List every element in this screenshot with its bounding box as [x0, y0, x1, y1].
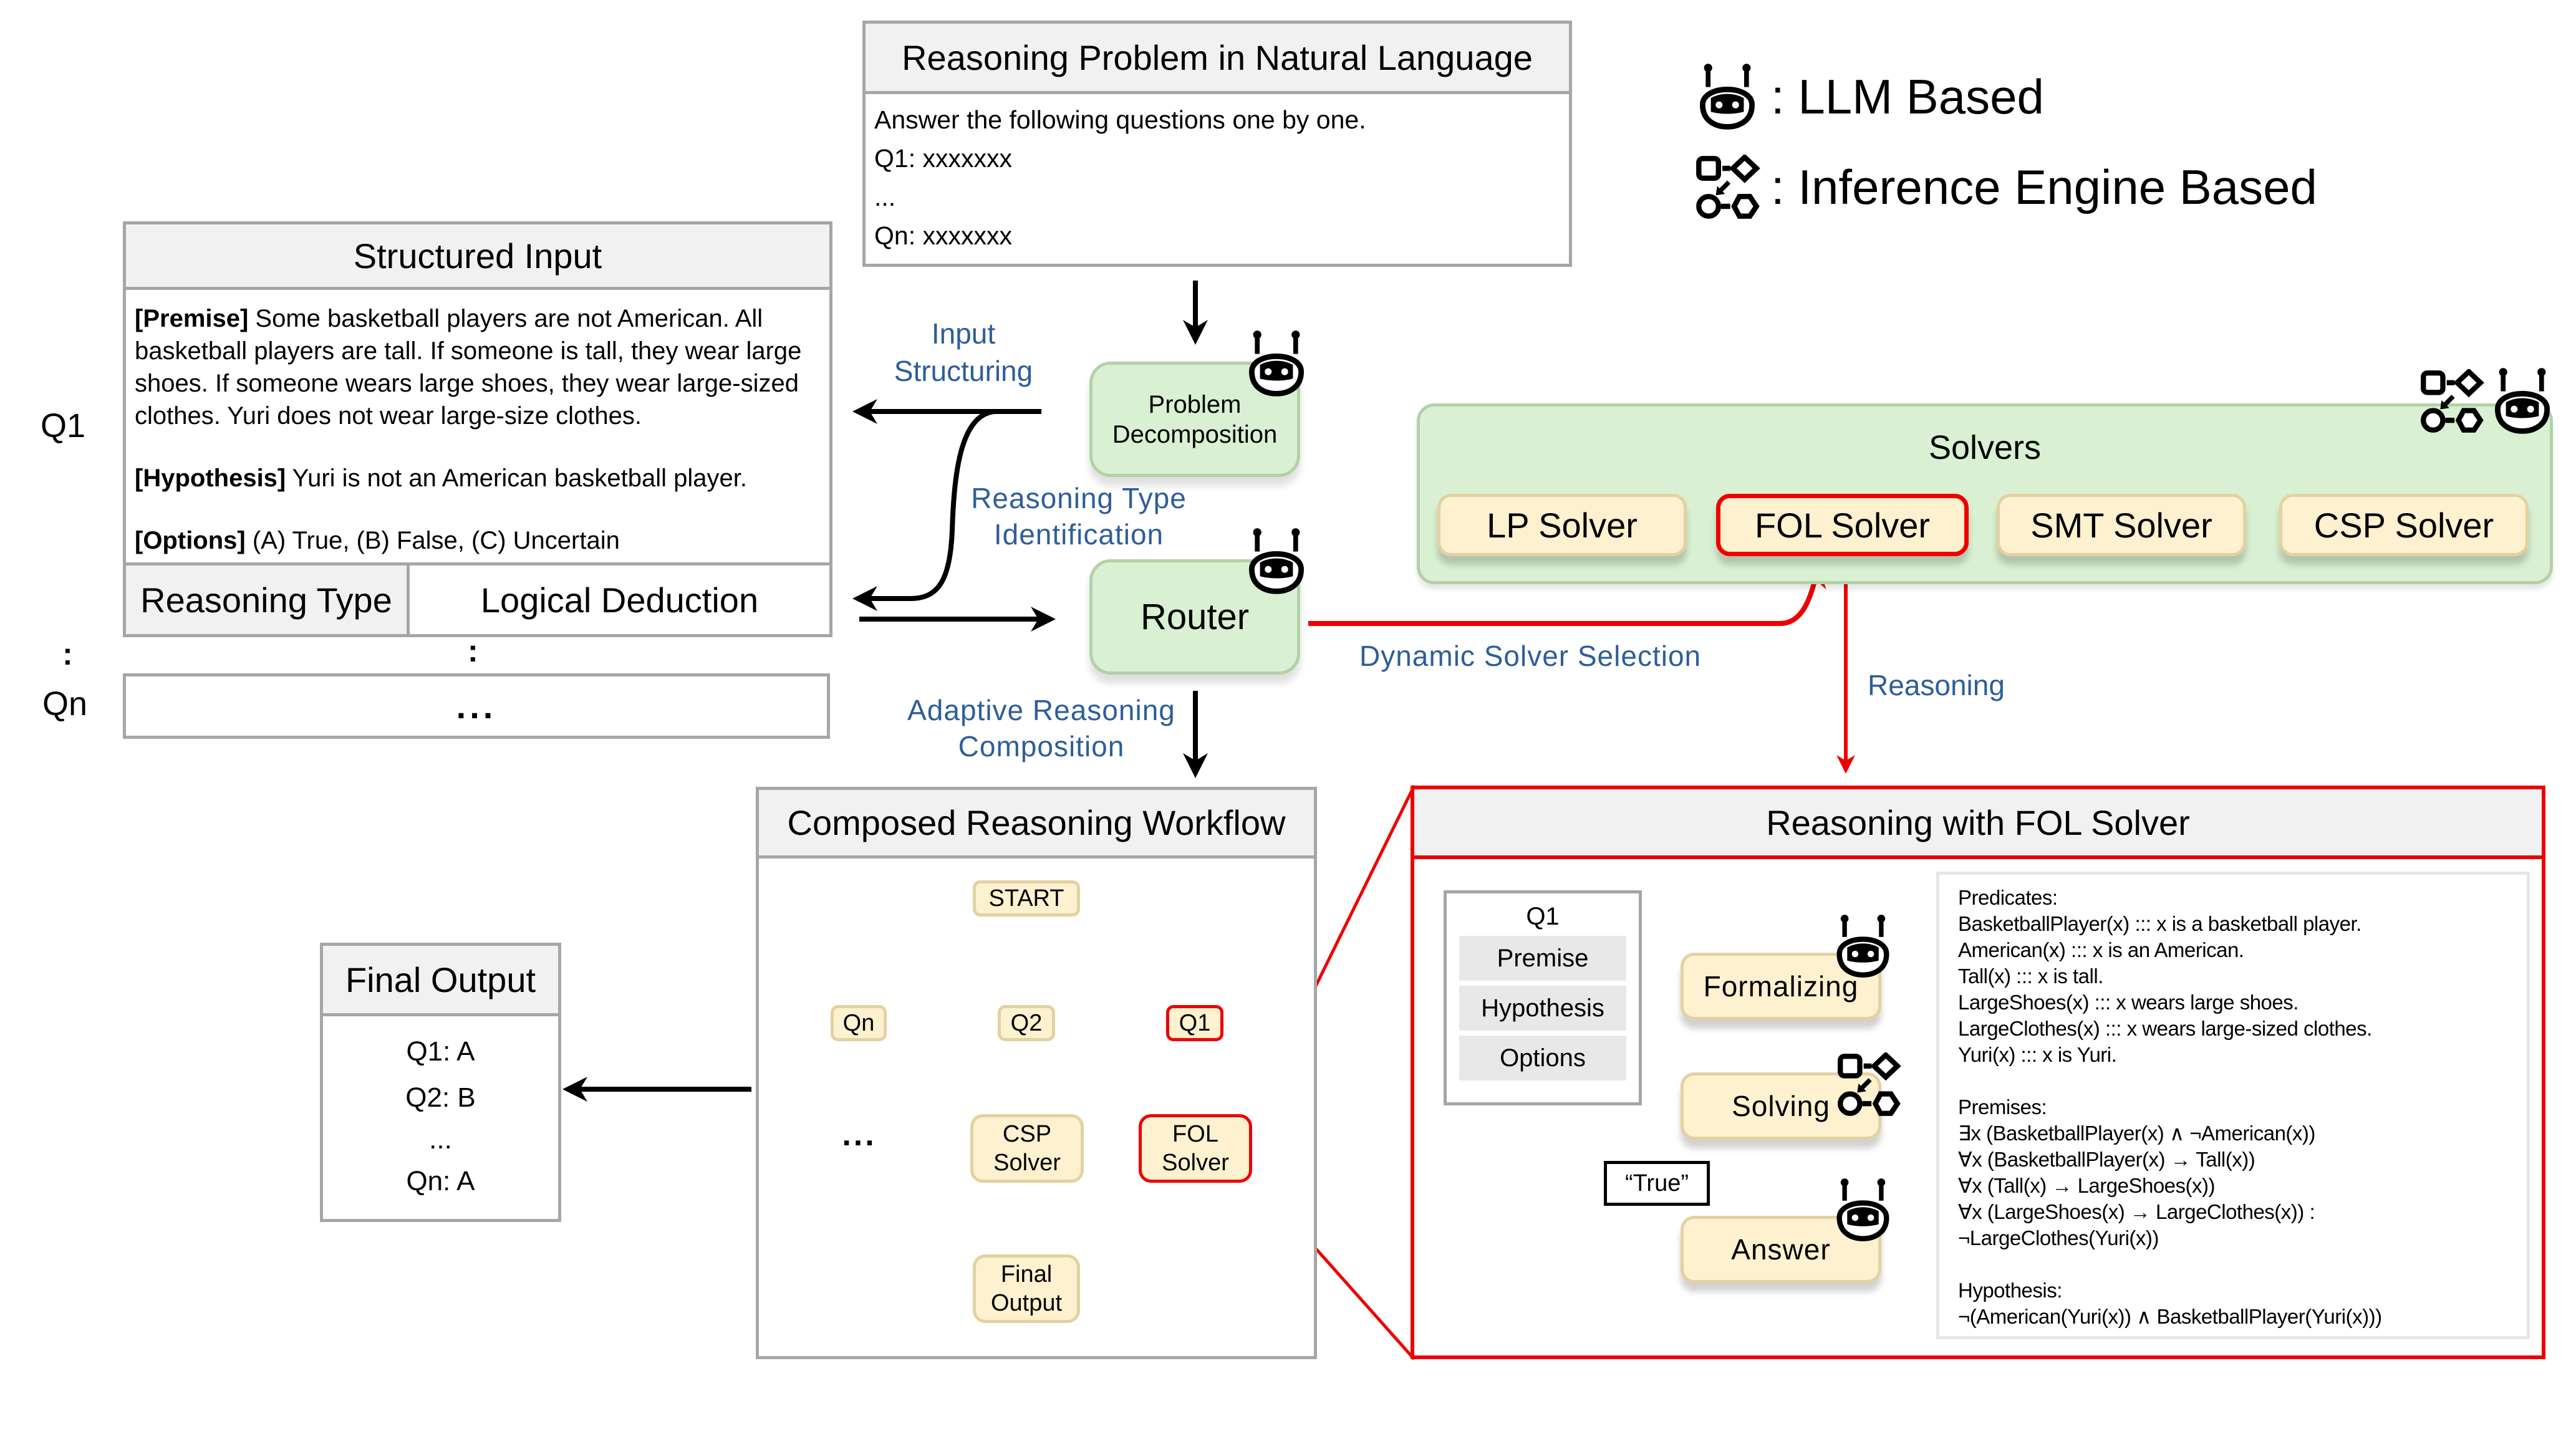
- fol-formal-line: Tall(x) ::: x is tall.: [1958, 965, 2103, 988]
- workflow-title: Composed Reasoning Workflow: [759, 790, 1314, 859]
- fol-formal-line: ¬(American(Yuri(x)) ∧ BasketballPlayer(Y…: [1958, 1305, 2382, 1328]
- fol-formal-line: ∀x (Tall(x) → LargeShoes(x)): [1958, 1174, 2216, 1197]
- wf-start-node[interactable]: START: [973, 880, 1080, 917]
- fol-formal-line: LargeClothes(x) ::: x wears large-sized …: [1958, 1017, 2372, 1040]
- solvers-title: Solvers: [1928, 429, 2042, 466]
- robot-icon: [1242, 527, 1311, 595]
- solver-smt[interactable]: SMT Solver: [1997, 494, 2246, 556]
- final-output-panel: Final Output Q1: A Q2: B ... Qn: A: [320, 943, 561, 1222]
- fol-formal-line: American(x) ::: x is an American.: [1958, 938, 2244, 961]
- row-label-qn: Qn: [42, 685, 88, 723]
- problem-line: Answer the following questions one by on…: [874, 105, 1366, 134]
- legend-llm-icon: [1693, 62, 1762, 131]
- solvers-panel: Solvers LP Solver FOL Solver SMT Solver …: [1417, 403, 2553, 584]
- legend-llm-label: : LLM Based: [1771, 69, 2044, 124]
- label-dynamic-solver-selection: Dynamic Solver Selection: [1359, 640, 1702, 672]
- node-label: Decomposition: [1112, 420, 1278, 448]
- node-label: Problem: [1148, 390, 1242, 418]
- problem-line: ...: [874, 183, 896, 211]
- fol-formal-line: ∀x (LargeShoes(x) → LargeClothes(x)) :: [1958, 1200, 2315, 1223]
- fol-q1-box: Q1 Premise Hypothesis Options: [1444, 890, 1642, 1105]
- structured-input-middle-dots: :: [468, 633, 478, 668]
- engine-icon: [1836, 1052, 1901, 1117]
- fol-formal-line: Predicates:: [1958, 886, 2058, 909]
- fol-formal-lines: Predicates:BasketballPlayer(x) ::: x is …: [1958, 885, 2527, 1330]
- robot-icon: [1242, 329, 1311, 398]
- fol-formal-line: [1958, 1068, 2527, 1094]
- fol-formal-line: Premises:: [1958, 1095, 2047, 1119]
- fol-formal-line: ∀x (BasketballPlayer(x) → Tall(x)): [1958, 1148, 2255, 1171]
- fol-formal-line: BasketballPlayer(x) ::: x is a basketbal…: [1958, 912, 2361, 935]
- final-output-line: Q1: A: [406, 1036, 475, 1067]
- robot-icon: [2488, 367, 2557, 435]
- legend-engine-label: : Inference Engine Based: [1771, 160, 2317, 214]
- router-node[interactable]: Router: [1089, 559, 1300, 675]
- final-output-line: Qn: A: [406, 1166, 475, 1196]
- fol-formal-line: Yuri(x) ::: x is Yuri.: [1958, 1043, 2117, 1066]
- wf-q1-node[interactable]: Q1: [1166, 1005, 1223, 1041]
- hypothesis-text: [Hypothesis] Yuri is not an American bas…: [135, 464, 747, 492]
- fol-step-formalizing[interactable]: Formalizing: [1681, 953, 1881, 1020]
- fol-formal-line: Hypothesis:: [1958, 1279, 2062, 1302]
- reasoning-type-value: Logical Deduction: [480, 580, 759, 620]
- fol-reasoning-title: Reasoning with FOL Solver: [1414, 789, 2542, 859]
- reasoning-type-label: Reasoning Type: [126, 565, 410, 634]
- problem-line: Qn: xxxxxxx: [874, 221, 1012, 250]
- problem-line: Q1: xxxxxxx: [874, 144, 1012, 173]
- fol-q1-premise[interactable]: Premise: [1459, 936, 1626, 981]
- robot-icon: [1830, 1177, 1896, 1243]
- structured-input-panel: Structured Input [Premise] Some basketba…: [123, 221, 832, 637]
- engine-icon: [2419, 369, 2484, 434]
- fol-formal-line: LargeShoes(x) ::: x wears large shoes.: [1958, 991, 2299, 1014]
- wf-q2-node[interactable]: Q2: [998, 1005, 1055, 1041]
- fol-formal-line: ¬LargeClothes(Yuri(x)): [1958, 1226, 2159, 1249]
- fol-q1-hypothesis[interactable]: Hypothesis: [1459, 986, 1626, 1031]
- arrow-reasoning-type-identification: [852, 409, 995, 611]
- final-output-title: Final Output: [323, 946, 558, 1016]
- wf-ellipsis: ...: [842, 1117, 877, 1153]
- options-text: [Options] (A) True, (B) False, (C) Uncer…: [135, 527, 620, 554]
- fol-formal-line: ∃x (BasketballPlayer(x) ∧ ¬American(x)): [1958, 1122, 2315, 1145]
- problem-title: Reasoning Problem in Natural Language: [866, 24, 1569, 94]
- fol-formal-line: [1958, 1251, 2527, 1278]
- row-label-q1: Q1: [41, 407, 86, 445]
- row-label-dots: :: [62, 637, 73, 671]
- problem-decomposition-node[interactable]: Problem Decomposition: [1089, 362, 1300, 477]
- problem-panel: Reasoning Problem in Natural Language An…: [862, 21, 1572, 267]
- fol-result-true: “True”: [1604, 1161, 1710, 1206]
- structured-input-title: Structured Input: [126, 224, 829, 290]
- robot-icon: [1830, 913, 1896, 979]
- wf-qn-node[interactable]: Qn: [831, 1005, 887, 1041]
- fol-formal-box: Predicates:BasketballPlayer(x) ::: x is …: [1936, 872, 2530, 1339]
- premise-text: [Premise] Some basketball players are no…: [135, 305, 802, 430]
- solver-lp[interactable]: LP Solver: [1437, 494, 1687, 556]
- solver-csp[interactable]: CSP Solver: [2279, 494, 2529, 556]
- final-output-line: ...: [429, 1124, 452, 1155]
- fol-q1-options[interactable]: Options: [1459, 1036, 1626, 1080]
- legend-engine-icon: [1695, 155, 1760, 220]
- label-reasoning: Reasoning: [1868, 669, 2005, 701]
- node-label: Router: [1140, 597, 1250, 637]
- solver-fol[interactable]: FOL Solver: [1716, 494, 1969, 556]
- structured-input-qn-row: ...: [123, 673, 830, 739]
- final-output-line: Q2: B: [405, 1082, 476, 1113]
- qn-content: ...: [456, 686, 497, 726]
- fol-q1-title: Q1: [1526, 902, 1560, 930]
